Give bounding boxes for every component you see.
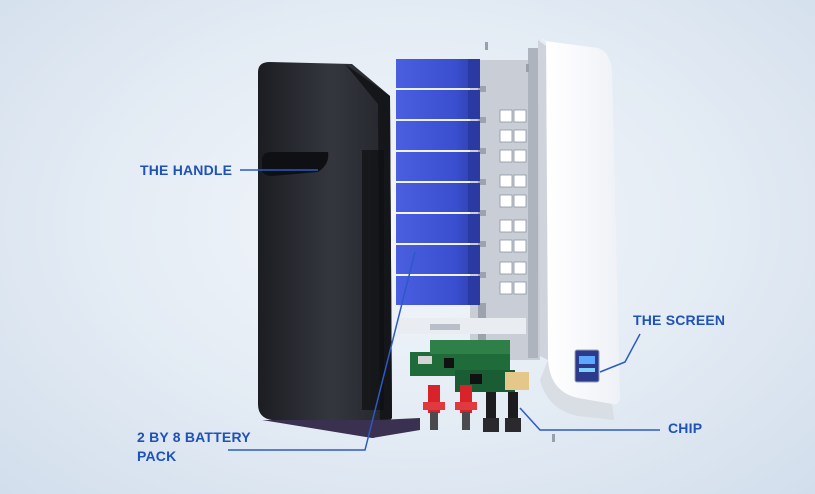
battery-cell-terminal — [480, 247, 486, 272]
screws — [485, 42, 555, 442]
label-the-screen: THE SCREEN — [633, 312, 726, 328]
battery-cell — [396, 121, 480, 150]
battery-cell-terminal — [480, 278, 486, 303]
battery-cell — [396, 214, 480, 243]
battery-cell-side — [468, 183, 480, 212]
battery-cell — [396, 59, 480, 88]
battery-cell-side — [468, 245, 480, 274]
battery-cell-terminal — [480, 185, 486, 210]
battery-cell-terminal — [480, 154, 486, 179]
battery-cell-terminal — [480, 92, 486, 117]
battery-cell — [396, 245, 480, 274]
battery-cell-terminal — [480, 216, 486, 241]
connectors — [423, 385, 521, 432]
battery-cell-side — [468, 214, 480, 243]
battery-cell-side — [468, 152, 480, 181]
label-chip: CHIP — [668, 420, 703, 436]
screen-callout-line — [599, 333, 641, 373]
battery-cell-side — [468, 276, 480, 305]
battery-cell-side — [468, 90, 480, 119]
battery-cell-side — [468, 121, 480, 150]
battery-cell — [396, 90, 480, 119]
chip-callout-line — [519, 407, 660, 431]
display-screen — [574, 349, 600, 383]
battery-pack-callout-line — [228, 251, 416, 451]
front-panel — [538, 38, 620, 420]
back-housing — [258, 62, 420, 438]
battery-cell — [396, 152, 480, 181]
battery-cells — [396, 59, 486, 305]
battery-cell-terminal — [480, 61, 486, 86]
battery-cell-side — [468, 59, 480, 88]
battery-frame — [398, 48, 540, 360]
label-the-handle: THE HANDLE — [140, 162, 233, 178]
battery-cell-terminal — [480, 123, 486, 148]
battery-cell — [396, 183, 480, 212]
battery-cell — [396, 276, 480, 305]
callout-lines — [228, 169, 660, 451]
label-battery-pack: 2 BY 8 BATTERY PACK — [137, 429, 251, 464]
